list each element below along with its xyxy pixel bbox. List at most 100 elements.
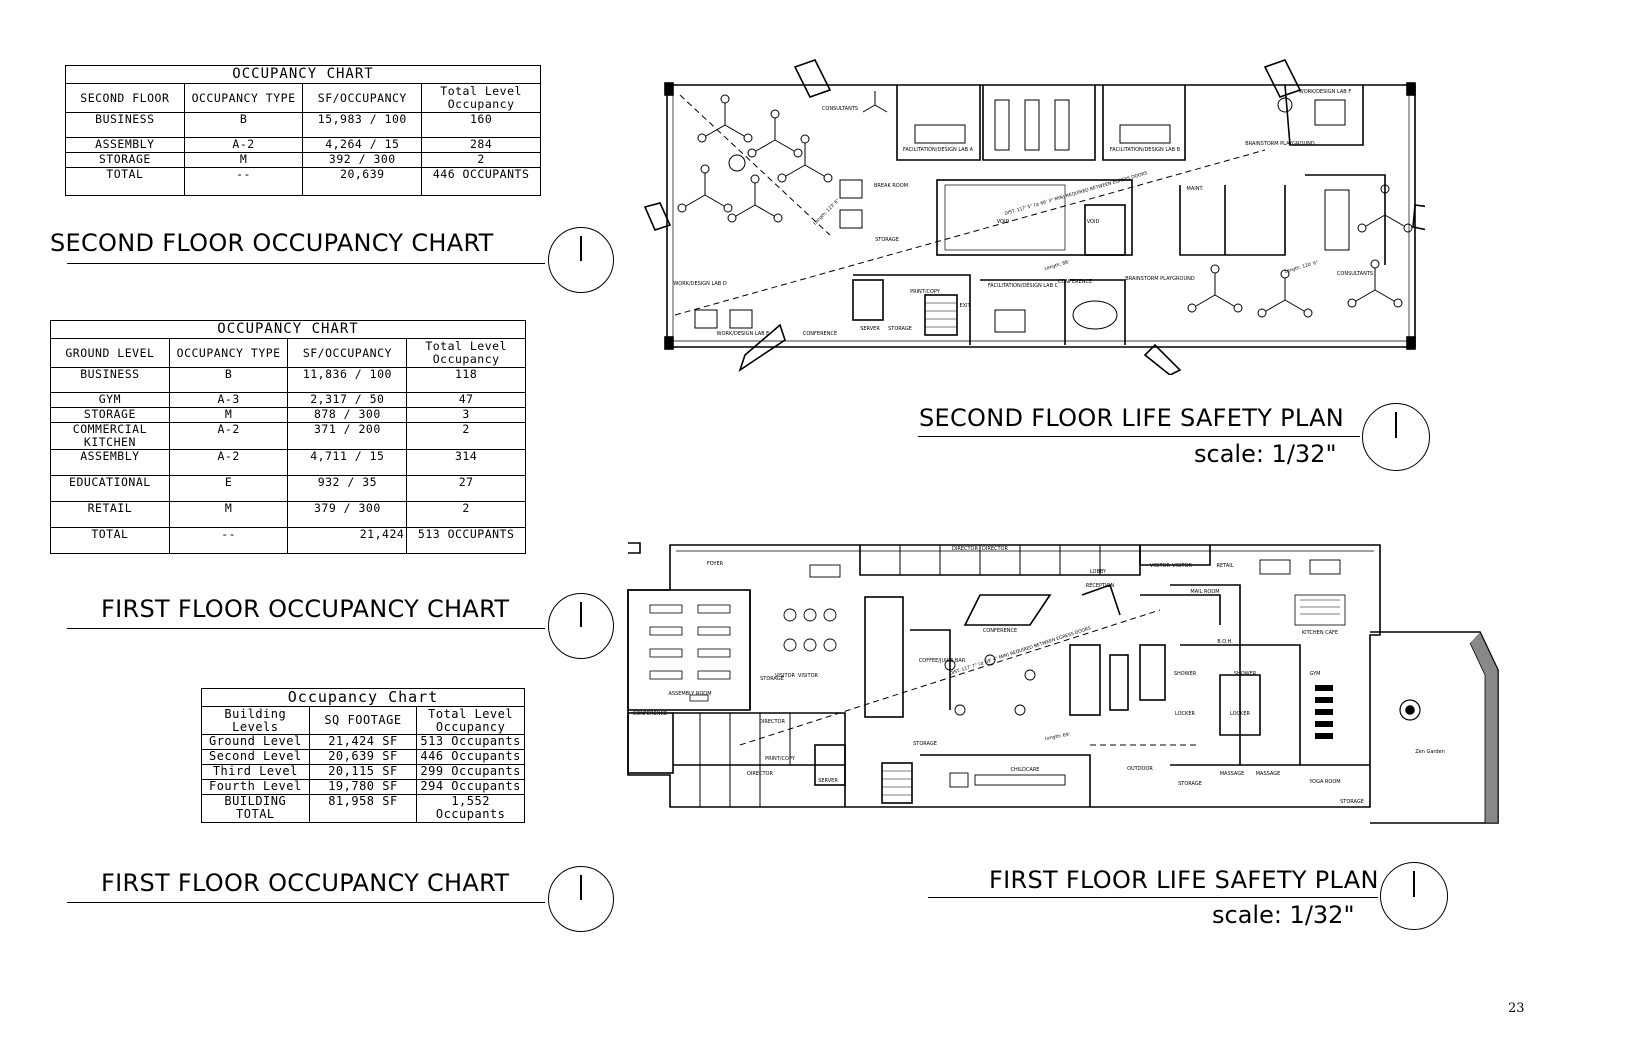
room-label: EXIT	[959, 303, 971, 309]
table-cell: 392 / 300	[302, 152, 423, 168]
room-label: YOGA ROOM	[1308, 779, 1340, 785]
header-cell: SECOND FLOOR	[65, 83, 185, 113]
table-cell: A-2	[168, 449, 289, 476]
table-cell: 2	[406, 422, 526, 450]
room-label: CONFERENCE	[803, 331, 837, 337]
room-label: ASSEMBLY ROOM	[668, 691, 711, 697]
header-cell: Building Levels	[201, 706, 310, 735]
table-cell: BUSINESS	[50, 367, 170, 393]
header-cell: Total Level Occupancy	[421, 83, 541, 113]
second-floor-scale: scale: 1/32"	[1194, 440, 1337, 468]
table-cell: --	[183, 167, 304, 196]
table-cell: BUSINESS	[65, 112, 185, 138]
table-cell: 1,552 Occupants	[416, 794, 525, 823]
table-cell: 284	[421, 137, 541, 153]
room-label: LOCKER	[1230, 711, 1250, 717]
table-cell: 2	[421, 152, 541, 168]
room-label: MAIL ROOM	[1190, 589, 1219, 595]
table-cell: B	[183, 112, 304, 138]
table-cell: 160	[421, 112, 541, 138]
room-label: DIRECTOR	[982, 546, 1008, 552]
table-cell: Fourth Level	[201, 779, 310, 795]
room-label: CONSULTANTS	[1337, 271, 1373, 277]
room-label: SHOWER	[1174, 671, 1197, 677]
table-cell: 81,958 SF	[308, 794, 418, 823]
room-label: STORAGE	[888, 326, 912, 332]
table-cell: 2	[406, 501, 526, 528]
table-cell: 294 Occupants	[416, 779, 525, 795]
page-number: 23	[1508, 1001, 1525, 1016]
table-cell: 2,317 / 50	[287, 392, 408, 408]
room-label: BREAK ROOM	[874, 183, 908, 189]
table-cell: Ground Level	[201, 734, 310, 750]
room-label: DIRECTOR	[952, 546, 978, 552]
room-label: DIRECTOR	[747, 771, 773, 777]
table-cell: 118	[406, 367, 526, 393]
table-cell: 47	[406, 392, 526, 408]
header-cell: SQ FOOTAGE	[308, 706, 418, 735]
title-underline	[928, 897, 1378, 898]
room-label: COFFEE/JUICE BAR	[919, 658, 966, 664]
room-label: BRAINSTORM PLAYGROUND	[1125, 276, 1195, 282]
table-cell: TOTAL	[65, 167, 185, 196]
first-floor-scale: scale: 1/32"	[1212, 901, 1355, 929]
table-cell: EDUCATIONAL	[50, 475, 170, 502]
table-cell: 3	[406, 407, 526, 423]
table-cell: B	[168, 367, 289, 393]
table-cell: 446 OCCUPANTS	[421, 167, 541, 196]
table-cell: Second Level	[201, 749, 310, 765]
room-label: VOID	[997, 219, 1010, 225]
header-cell: Total Level Occupancy	[416, 706, 525, 735]
room-label: RECEPTION	[1086, 583, 1115, 589]
table-cell: --	[168, 527, 289, 554]
table-cell: STORAGE	[65, 152, 185, 168]
room-label: SHOWER	[1234, 671, 1257, 677]
room-label: Zen Garden	[1415, 749, 1445, 755]
table-cell: 513 OCCUPANTS	[406, 527, 526, 554]
room-label: FACILITATION/DESIGN LAB C	[988, 283, 1059, 289]
table-cell: 878 / 300	[287, 407, 408, 423]
room-label: DIRECTOR	[759, 719, 785, 725]
room-label: KITCHEN CAFE	[1302, 630, 1338, 636]
building-occupancy-table: Occupancy Chart Building Levels SQ FOOTA…	[201, 688, 525, 823]
header-cell: OCCUPANCY TYPE	[168, 338, 289, 368]
north-arrow-icon	[548, 227, 614, 293]
room-label: VOID	[1087, 219, 1100, 225]
room-label: SERVER	[860, 326, 880, 332]
table-cell: 20,639	[302, 167, 423, 196]
table-cell: 4,264 / 15	[302, 137, 423, 153]
north-arrow-icon	[1362, 403, 1430, 471]
room-label: LOBBY	[1090, 569, 1107, 575]
table-cell: RETAIL	[50, 501, 170, 528]
table-cell: M	[168, 501, 289, 528]
table-cell: 15,983 / 100	[302, 112, 423, 138]
room-label: SERVER	[818, 778, 838, 784]
table-cell: BUILDING TOTAL	[201, 794, 310, 823]
room-label: CONFERENCE	[983, 628, 1017, 634]
room-label: FOYER	[707, 561, 724, 567]
length-label: Length: 69'	[1044, 732, 1070, 742]
room-label: STORAGE	[1340, 799, 1364, 805]
table-cell: ASSEMBLY	[50, 449, 170, 476]
second-floor-occupancy-table: OCCUPANCY CHART SECOND FLOOR OCCUPANCY T…	[65, 65, 541, 196]
second-floor-plan-drawing: VOID VOID FACILITATION/DESIGN LAB A FACI…	[643, 59, 1425, 375]
length-label: Length: 88'	[1044, 259, 1070, 272]
table-caption: Occupancy Chart	[201, 688, 525, 706]
first-floor-chart-title-2: FIRST FLOOR OCCUPANCY CHART	[101, 869, 510, 897]
table-caption: OCCUPANCY CHART	[65, 65, 541, 83]
room-label: VISITOR	[775, 673, 796, 679]
room-label: PRINT/COPY	[910, 289, 941, 295]
table-cell: 371 / 200	[287, 422, 408, 450]
room-label: MASSAGE	[1220, 771, 1245, 777]
title-underline	[918, 436, 1360, 437]
header-cell: SF/OCCUPANCY	[302, 83, 423, 113]
table-cell: M	[168, 407, 289, 423]
table-cell: A-2	[183, 137, 304, 153]
room-label: FACILITATION/DESIGN LAB B	[1110, 147, 1181, 153]
table-cell: E	[168, 475, 289, 502]
title-underline	[67, 902, 545, 903]
length-label: Length: 123' 6"	[812, 198, 841, 227]
header-cell: OCCUPANCY TYPE	[183, 83, 304, 113]
second-floor-chart-title: SECOND FLOOR OCCUPANCY CHART	[50, 229, 494, 257]
table-cell: 19,780 SF	[308, 779, 418, 795]
